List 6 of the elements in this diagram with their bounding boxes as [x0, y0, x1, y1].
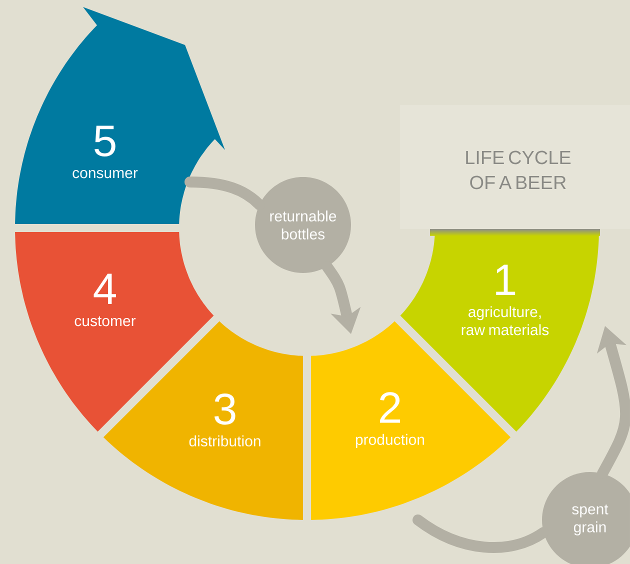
circle-label: spent grain [542, 472, 630, 564]
title-panel: LIFE CYCLE OF A BEER [400, 105, 630, 236]
circle-label: returnable bottles [255, 177, 351, 273]
cycle-segment: 4 customer [15, 232, 214, 432]
cycle-segment: 5 consumer [15, 7, 225, 224]
cycle-segment: 1 agriculture, raw materials [400, 228, 599, 432]
